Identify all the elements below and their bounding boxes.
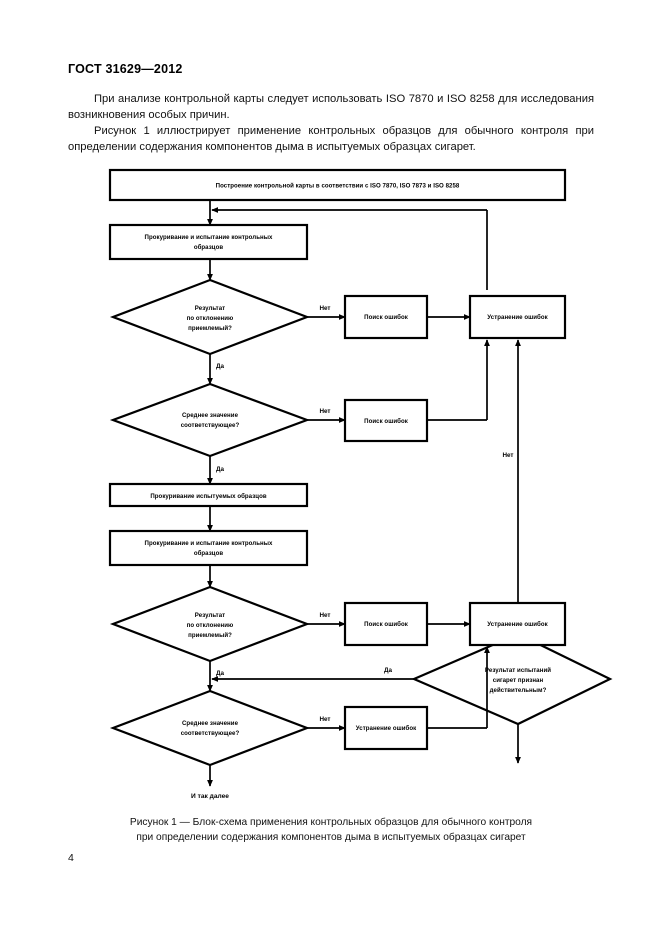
flowchart-svg: Построение контрольной карты в соответст… [108, 168, 613, 800]
paragraph-2: Рисунок 1 иллюстрирует применение контро… [68, 125, 594, 153]
node-label-line1: Результат испытаний [485, 667, 551, 674]
figure-caption-line-2: при определении содержания компонентов д… [136, 831, 526, 843]
node-find-errors-3: Поиск ошибок [343, 601, 429, 647]
body-text-block: При анализе контрольной карты следует ис… [68, 92, 594, 155]
node-label-line3: приемлемый? [188, 632, 232, 639]
figure-caption: Рисунок 1 — Блок-схема применения контро… [68, 816, 594, 845]
standard-header: ГОСТ 31629—2012 [68, 62, 183, 76]
node-eliminate-errors-1: Устранение ошибок [468, 294, 567, 340]
edge-label-no-1: Нет [319, 305, 330, 312]
node-find-errors-4: Устранение ошибок [343, 705, 429, 751]
node-shape-decision [109, 382, 311, 458]
node-shape-process [343, 705, 429, 751]
node-label-line3: приемлемый? [188, 325, 232, 332]
node-label-line2: сигарет признан [493, 677, 544, 684]
node-smoke-test-samples: Прокуривание испытуемых образцов [108, 482, 309, 508]
figure-caption-line-1: Рисунок 1 — Блок-схема применения контро… [129, 817, 533, 828]
node-smoke-test-control-samples-1: Прокуривание и испытание контрольных обр… [108, 223, 309, 261]
flowchart-figure: Построение контрольной карты в соответст… [0, 162, 661, 802]
node-shape-process [468, 294, 567, 340]
node-label-line2: образцов [194, 244, 224, 251]
node-mean-value-ok-1: Среднее значение соответствующее? [109, 382, 311, 458]
node-label-line1: Прокуривание и испытание контрольных [145, 234, 273, 241]
paragraph-1: При анализе контрольной карты следует ис… [68, 93, 594, 121]
edge-label-no-5: Нет [319, 716, 330, 723]
node-deviation-acceptable-2: Результат по отклонению приемлемый? [109, 585, 311, 663]
node-shape-process [108, 482, 309, 508]
node-label: Поиск ошибок [364, 621, 409, 628]
node-smoke-test-control-samples-2: Прокуривание и испытание контрольных обр… [108, 529, 309, 567]
node-shape-process [343, 294, 429, 340]
edge-label-yes-3: Да [384, 667, 392, 674]
node-label: Устранение ошибок [487, 314, 548, 321]
edge-label-yes-4: Да [216, 670, 224, 677]
node-label: Устранение ошибок [356, 725, 417, 732]
node-deviation-acceptable-1: Результат по отклонению приемлемый? [109, 278, 311, 356]
node-label-line2: по отклонению [187, 315, 234, 322]
edge-label-no-3: Нет [502, 452, 513, 459]
node-shape-process [468, 601, 567, 647]
node-label-line1: Результат [195, 612, 225, 619]
node-label-line2: по отклонению [187, 622, 234, 629]
node-label: Прокуривание испытуемых образцов [150, 493, 267, 500]
edge-label-no-2: Нет [319, 408, 330, 415]
node-shape-process [108, 223, 309, 261]
node-shape-process [343, 601, 429, 647]
node-cigarette-test-valid: Результат испытаний сигарет признан дейс… [411, 632, 613, 726]
node-shape-process [108, 529, 309, 567]
node-label-line1: Прокуривание и испытание контрольных [145, 540, 273, 547]
node-label-line2: соответствующее? [181, 730, 240, 737]
node-label: Построение контрольной карты в соответст… [216, 183, 460, 190]
node-shape-process [108, 168, 567, 202]
node-shape-decision [109, 689, 311, 767]
node-find-errors-1: Поиск ошибок [343, 294, 429, 340]
node-label: Поиск ошибок [364, 418, 409, 425]
edge-label-yes-1: Да [216, 363, 224, 370]
edge-label-yes-2: Да [216, 466, 224, 473]
node-label-line3: действительным? [490, 687, 547, 694]
node-eliminate-errors-2: Устранение ошибок [468, 601, 567, 647]
node-build-control-chart: Построение контрольной карты в соответст… [108, 168, 567, 202]
node-mean-value-ok-2: Среднее значение соответствующее? [109, 689, 311, 767]
node-label-line2: соответствующее? [181, 422, 240, 429]
node-label-line1: Среднее значение [182, 720, 239, 727]
page-number: 4 [68, 852, 74, 864]
node-shape-process [343, 398, 429, 443]
terminal-label: И так далее [191, 793, 229, 800]
node-label-line2: образцов [194, 550, 224, 557]
node-label: Поиск ошибок [364, 314, 409, 321]
edge-label-no-4: Нет [319, 612, 330, 619]
node-label: Устранение ошибок [487, 621, 548, 628]
node-label-line1: Среднее значение [182, 412, 239, 419]
node-find-errors-2: Поиск ошибок [343, 398, 429, 443]
node-label-line1: Результат [195, 305, 225, 312]
